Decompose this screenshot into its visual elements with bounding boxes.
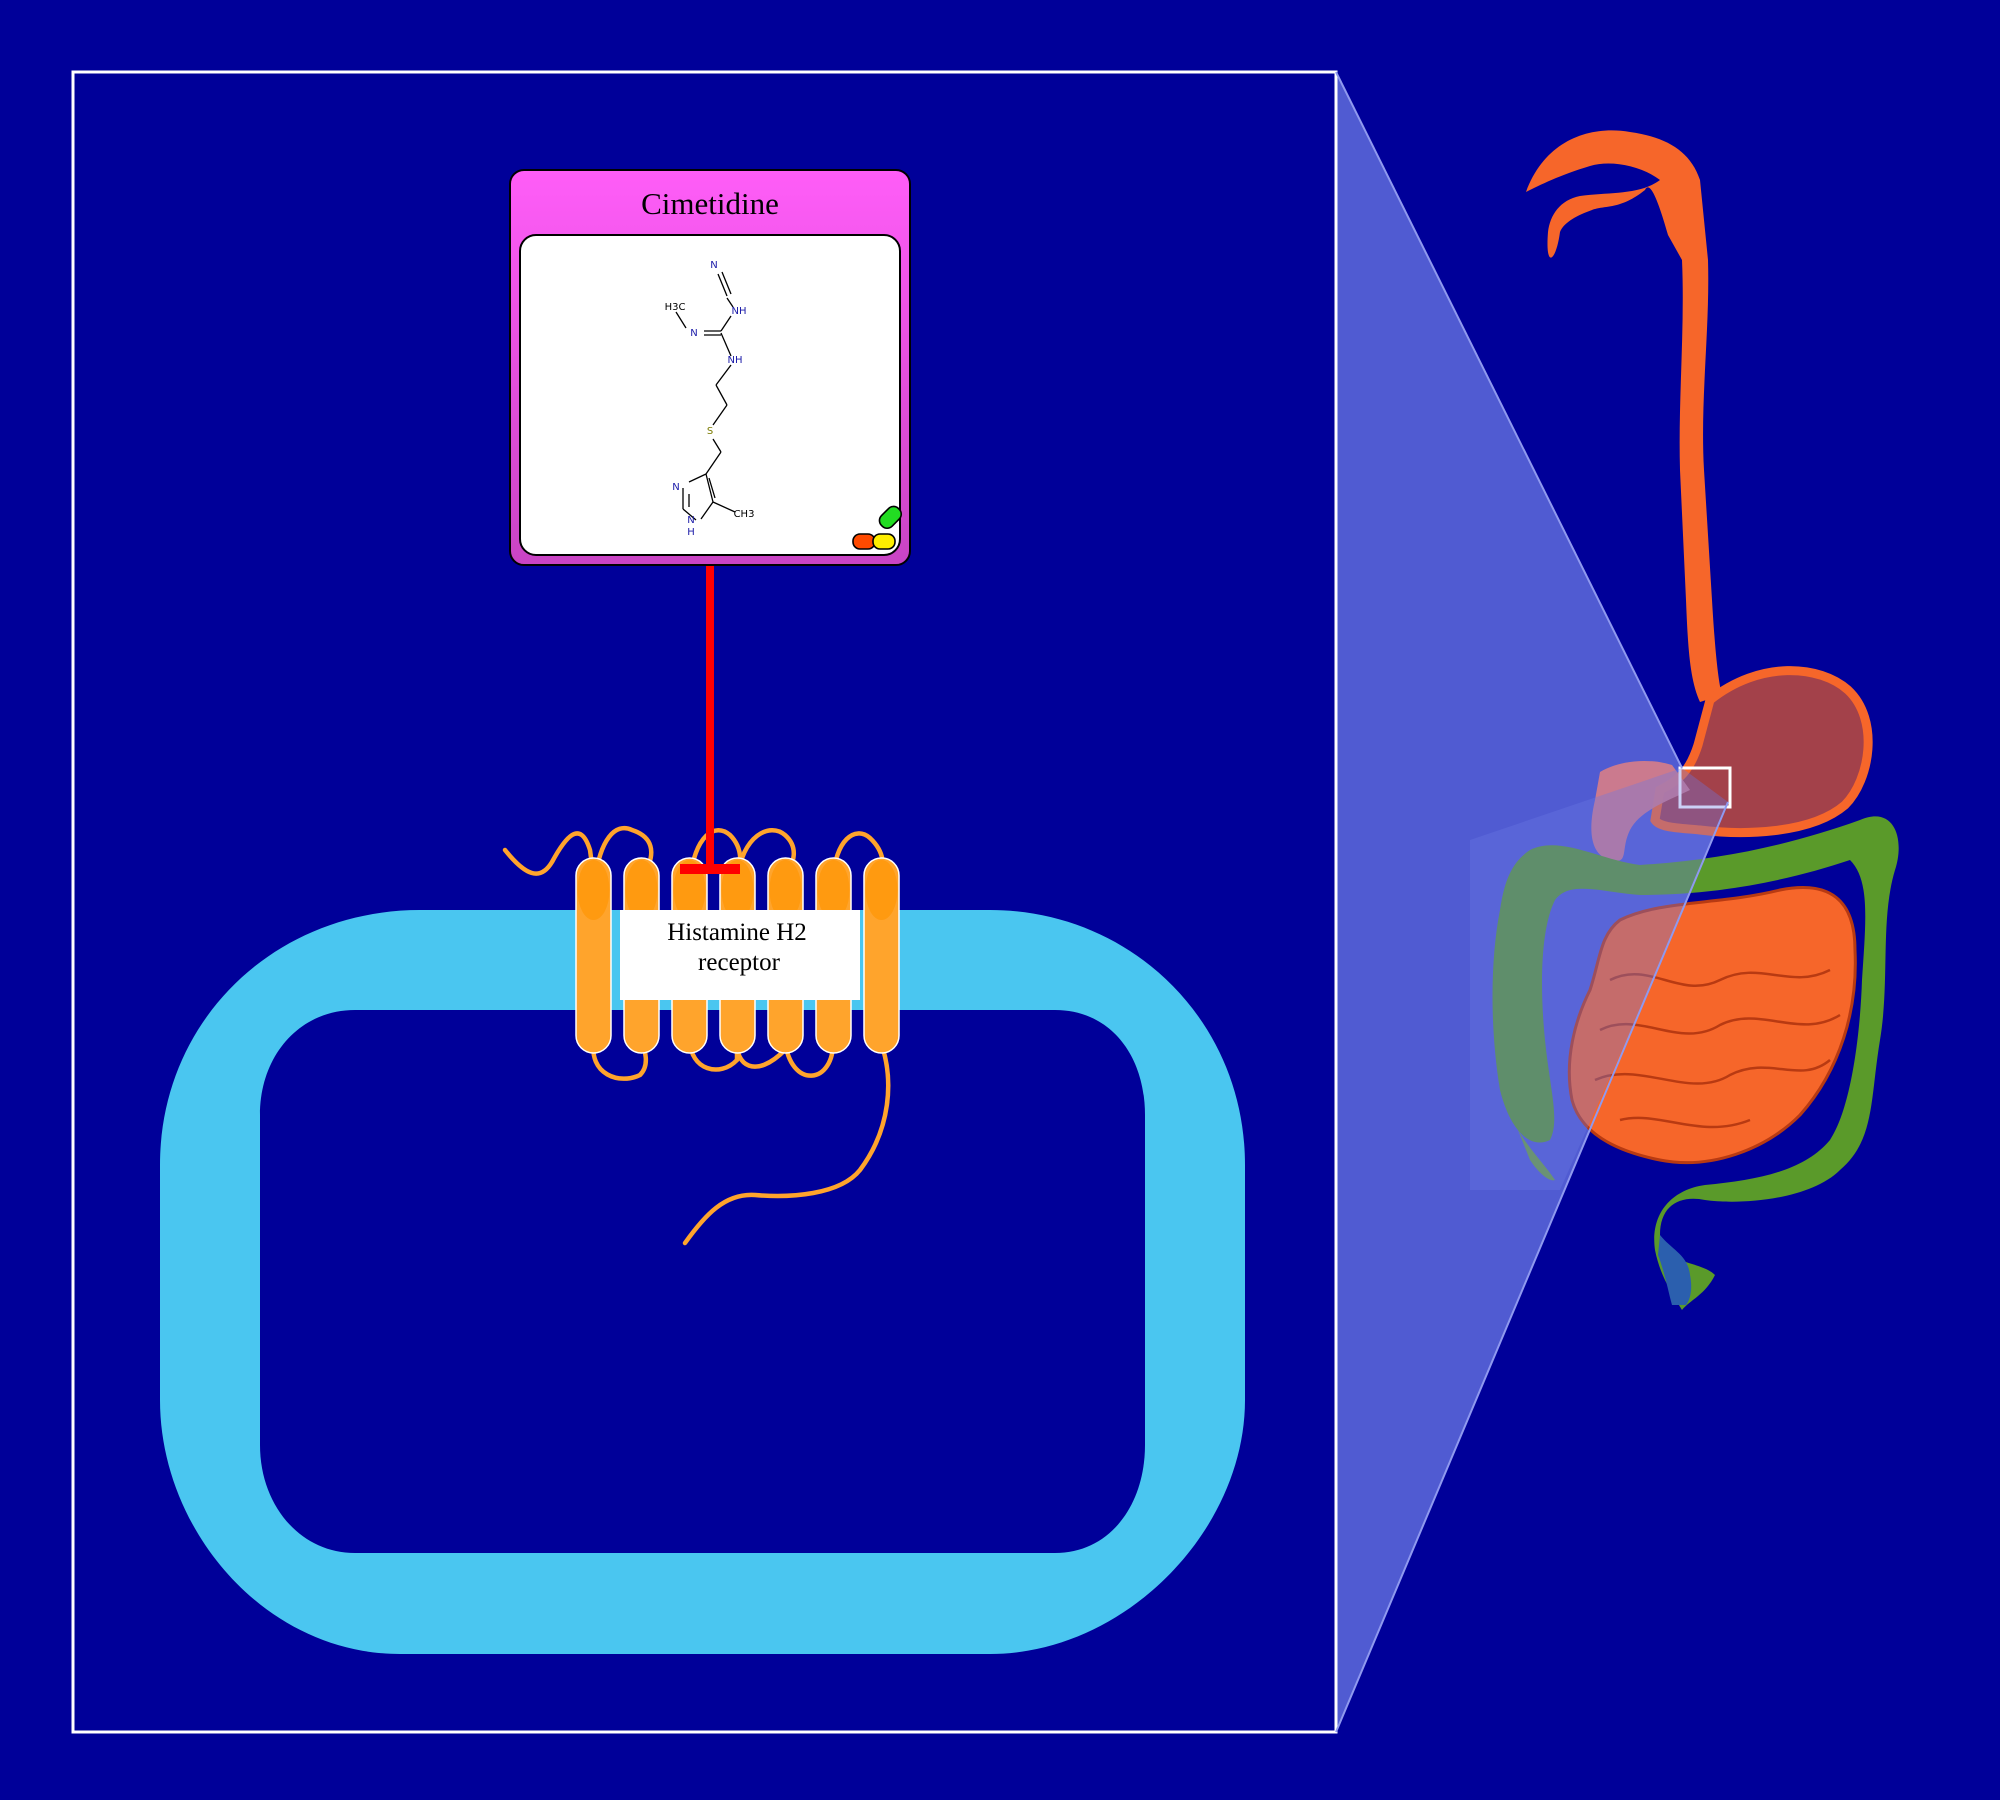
svg-text:S: S [707, 426, 713, 437]
svg-text:N: N [672, 482, 679, 493]
svg-text:H: H [687, 527, 695, 538]
drug-pill-icon [852, 505, 903, 550]
inhibition-edge [680, 566, 740, 874]
drug-name: Cimetidine [641, 186, 779, 221]
small-intestine-folds [1594, 968, 1841, 1129]
projection-edge-top [1335, 71, 1683, 769]
svg-text:N: N [687, 515, 694, 526]
stomach-region-marker [1678, 766, 1732, 809]
receptor-label-line1: Histamine H2 [667, 919, 807, 946]
digestive-system [1492, 130, 1899, 1310]
cimetidine-structure: N NH N NH N N H H3C CH3 S [665, 260, 755, 538]
cell-membrane [160, 910, 1245, 1654]
drug-node[interactable]: Cimetidine [509, 169, 911, 566]
svg-text:NH: NH [732, 306, 747, 317]
receptor-label-box [620, 910, 860, 1000]
svg-text:NH: NH [728, 355, 743, 366]
zoom-projection-overlay [1470, 768, 1728, 1190]
structure-panel [519, 234, 901, 556]
duodenum [1591, 760, 1690, 861]
esophagus [1526, 130, 1722, 703]
large-intestine [1492, 816, 1899, 1310]
small-intestine [1567, 886, 1857, 1165]
appendix [1518, 1130, 1555, 1181]
svg-text:N: N [710, 260, 717, 271]
svg-text:H3C: H3C [665, 302, 686, 313]
svg-text:N: N [690, 328, 697, 339]
receptor-label-line2: receptor [698, 949, 781, 976]
helix-caps [577, 860, 898, 920]
projection-edge-bottom [1335, 801, 1729, 1733]
svg-text:CH3: CH3 [734, 509, 755, 520]
rectum [1658, 1235, 1692, 1305]
